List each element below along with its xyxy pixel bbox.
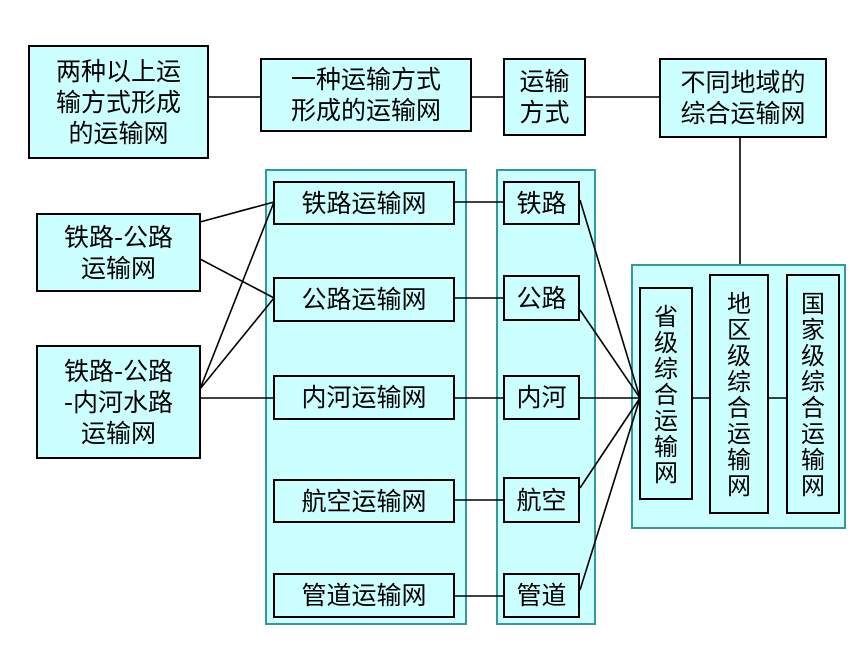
railway-network-box: 铁路运输网 [273, 181, 455, 225]
highway-network-box: 公路运输网 [273, 277, 455, 322]
inland-water-network-box: 内河运输网 [273, 375, 455, 420]
district-network-box: 地 区 级 综 合 运 输 网 [709, 274, 769, 514]
rail-road-river-network-box: 铁路-公路 -内河水路 运输网 [36, 345, 201, 459]
single-mode-network-box: 一种运输方式 形成的运输网 [260, 58, 472, 132]
pipeline-network-box: 管道运输网 [273, 573, 455, 618]
air-network-box: 航空运输网 [273, 479, 455, 523]
national-network-box: 国 家 级 综 合 运 输 网 [786, 274, 840, 514]
mode-pipeline-box: 管道 [503, 573, 580, 618]
mode-inland-water-box: 内河 [503, 375, 580, 420]
rail-road-network-box: 铁路-公路 运输网 [36, 213, 201, 292]
mode-railway-box: 铁路 [503, 181, 580, 225]
multi-mode-network-box: 两种以上运 输方式形成 的运输网 [28, 45, 209, 159]
regional-network-box: 不同地域的 综合运输网 [659, 58, 827, 138]
mode-highway-box: 公路 [503, 275, 580, 321]
mode-air-box: 航空 [503, 477, 580, 523]
provincial-network-box: 省 级 综 合 运 输 网 [639, 287, 693, 500]
transport-mode-box: 运输 方式 [503, 58, 586, 136]
